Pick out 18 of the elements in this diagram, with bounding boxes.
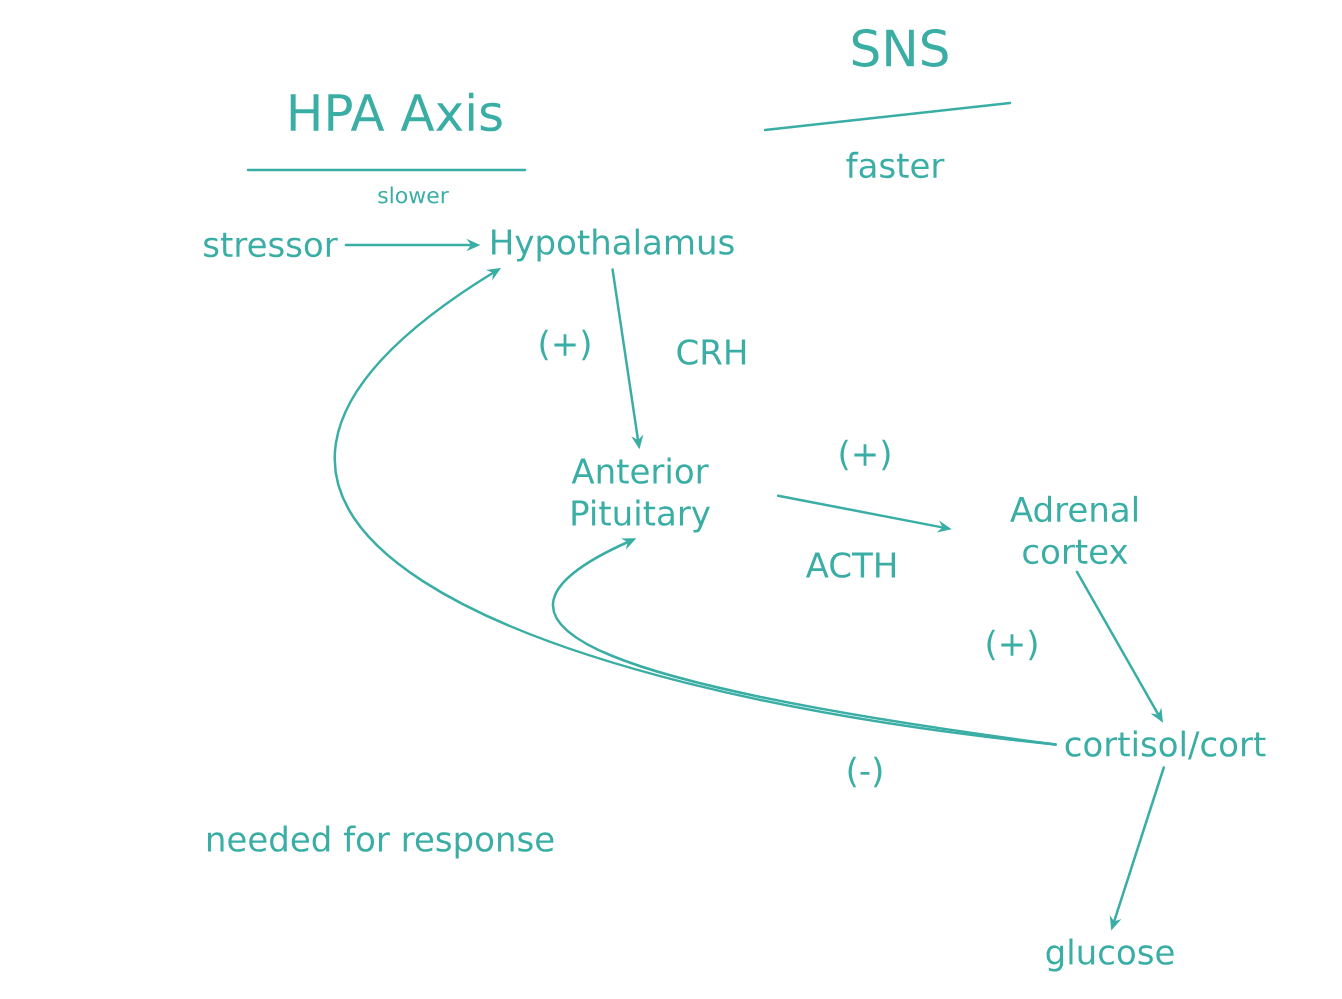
node-label: stressor bbox=[204, 232, 338, 258]
text-label: (+) bbox=[540, 329, 590, 361]
node-label: glucose bbox=[1046, 938, 1174, 972]
node-label: cortisol/cort bbox=[1065, 730, 1266, 760]
text-label: (+) bbox=[840, 439, 890, 471]
arrow bbox=[551, 538, 1057, 746]
node-label: Hypothalamus bbox=[492, 228, 734, 262]
edge-label: ACTH bbox=[803, 550, 901, 580]
edge-label: (+) bbox=[982, 627, 1042, 663]
text-label: (-) bbox=[848, 756, 882, 788]
node-label: Anterior Pituitary bbox=[571, 457, 710, 533]
text-label: SNS bbox=[852, 29, 948, 67]
edge-label: CRH bbox=[673, 337, 751, 367]
text-label: slower bbox=[378, 186, 449, 204]
node-label: Adrenal cortex bbox=[1010, 495, 1137, 565]
text-label: faster bbox=[846, 151, 945, 179]
text-label: needed for response bbox=[207, 825, 554, 859]
title: HPA Axis bbox=[290, 92, 502, 132]
